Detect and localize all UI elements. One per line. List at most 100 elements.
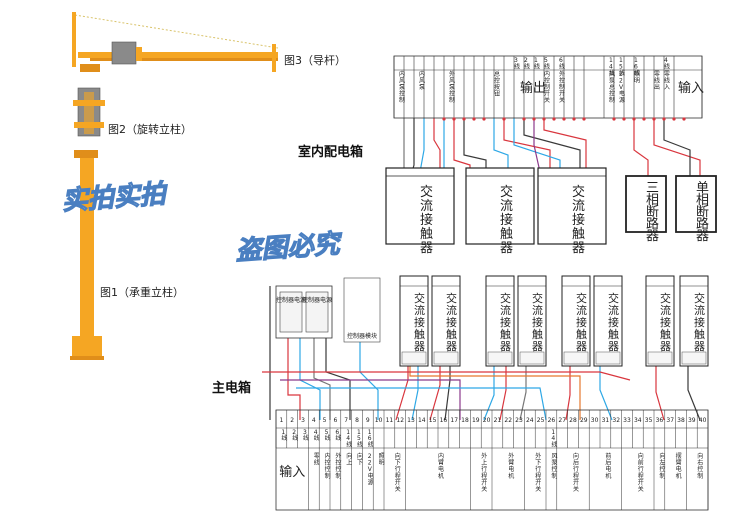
terminal-number: 29 — [580, 417, 588, 424]
group-label: 外上行程开关 — [481, 452, 487, 493]
main-devices: 控制器电源控制器电源控制器模块交流接触器交流接触器交流接触器交流接触器交流接触器… — [275, 275, 709, 367]
main-wire — [519, 366, 527, 421]
terminal-dot — [562, 117, 566, 121]
main-wire — [313, 338, 331, 420]
group-label: 向上 — [346, 452, 352, 467]
terminal-number: 16 — [440, 417, 448, 424]
terminal-dot — [682, 117, 686, 121]
main-contactor — [399, 275, 429, 367]
terminal-number: 34 — [634, 417, 642, 424]
group-label: 向左控制 — [659, 452, 665, 480]
terminal-number: 19 — [472, 417, 480, 424]
indoor-terminal-label: 零线出 — [654, 71, 660, 91]
terminal-number: 20 — [483, 417, 491, 424]
terminal-number: 38 — [677, 417, 685, 424]
terminal-dot — [642, 117, 646, 121]
main-wire — [299, 338, 321, 420]
contactor-terminal — [401, 351, 427, 365]
terminal-number: 7 — [344, 417, 348, 424]
indoor-wire — [463, 118, 487, 172]
terminal-number: 8 — [355, 417, 359, 424]
terminal-dot — [652, 117, 656, 121]
bearing-column-label: 图1（承重立柱） — [100, 285, 184, 299]
main-wire — [296, 387, 547, 421]
group-label: 向右控制 — [697, 452, 703, 480]
controller-label: 控制器电源 — [302, 296, 332, 304]
terminal-number: 25 — [537, 417, 545, 424]
main-input-label: 输入 — [279, 464, 305, 480]
terminal-number: 21 — [494, 417, 502, 424]
terminal-number: 40 — [699, 417, 707, 424]
contactor-terminal — [595, 351, 621, 365]
guide-rod — [72, 12, 279, 72]
terminal-number: 10 — [375, 417, 383, 424]
main-contactor-label: 交流接触器 — [694, 291, 705, 353]
terminal-number: 28 — [569, 417, 577, 424]
indoor-box-title: 室内配电箱 — [298, 144, 363, 160]
main-contactor-label: 交流接触器 — [532, 291, 543, 353]
main-wire — [287, 338, 301, 420]
group-label: 前后电机 — [605, 452, 611, 480]
indoor-terminal-label: 外控制开关 — [559, 70, 565, 104]
contactor-terminal — [519, 351, 545, 365]
indoor-terminal-label: 照明 — [634, 71, 640, 85]
group-label: 外臂电机 — [508, 452, 514, 480]
group-label: 外控控制 — [335, 452, 341, 480]
bearing-column — [70, 150, 104, 360]
terminal-dot — [442, 117, 446, 121]
terminal-number: 12 — [396, 417, 404, 424]
terminal-number: 33 — [623, 417, 631, 424]
group-label: 向前行程开关 — [638, 452, 644, 493]
terminal-number: 6 — [333, 417, 337, 424]
indoor-contactor — [385, 167, 455, 245]
indoor-wire — [653, 118, 701, 180]
watermark: 实拍实拍 盗图必究 — [60, 179, 345, 267]
terminal-dot — [612, 117, 616, 121]
main-wire — [483, 366, 495, 421]
indoor-breaker-label: 三相断路器 — [646, 181, 659, 244]
terminal-dot — [532, 117, 536, 121]
terminal-number: 22 — [504, 417, 512, 424]
contactor-terminal — [487, 351, 513, 365]
main-wire — [409, 366, 581, 420]
controller-module — [343, 277, 381, 343]
main-contactor — [679, 275, 709, 367]
main-contactor — [485, 275, 515, 367]
terminal-number: 17 — [450, 417, 458, 424]
indoor-wire — [503, 118, 551, 172]
indoor-contactor — [537, 167, 607, 245]
indoor-contactor — [465, 167, 535, 245]
main-contactor — [561, 275, 591, 367]
terminal-dot — [632, 117, 636, 121]
main-contactor — [431, 275, 461, 367]
main-contactor — [593, 275, 623, 367]
indoor-contactor-label: 交流接触器 — [420, 184, 433, 256]
main-contactor-label: 交流接触器 — [608, 291, 619, 353]
terminal-dot — [662, 117, 666, 121]
terminal-number: 15 — [429, 417, 437, 424]
indoor-wire — [663, 118, 691, 180]
contactor-terminal — [563, 351, 589, 365]
main-wire — [655, 366, 665, 421]
main-wire — [280, 379, 461, 420]
indoor-breaker-label: 单相断路器 — [696, 181, 709, 244]
indoor-wire — [513, 118, 561, 172]
main-wire — [565, 366, 571, 421]
terminal-number: 30 — [591, 417, 599, 424]
group-label: 零线 — [314, 453, 320, 467]
terminal-number: 2 — [290, 417, 294, 424]
terminal-number: 1 — [279, 417, 283, 424]
terminal-number: 23 — [515, 417, 523, 424]
